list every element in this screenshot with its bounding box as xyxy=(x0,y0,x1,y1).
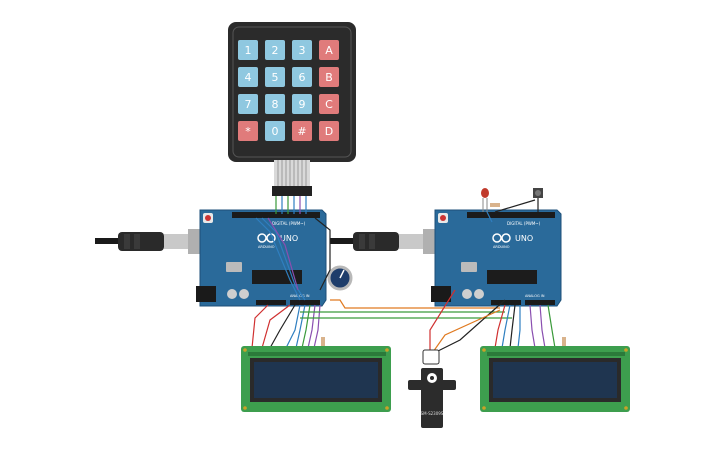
resistor-lcd-left xyxy=(321,337,325,347)
keypad-key-label: 7 xyxy=(245,98,252,111)
board-model-left: UNO xyxy=(280,234,298,243)
keypad-key-3[interactable] xyxy=(292,40,312,60)
keypad-key-hash[interactable] xyxy=(292,121,312,141)
board-model-right: UNO xyxy=(515,234,533,243)
arduino-uno-right[interactable]: DIGITAL (PWM~) UNO ARDUINO ANALOG IN xyxy=(431,209,562,307)
keypad-key-label: 5 xyxy=(272,71,279,84)
keypad-key-4[interactable] xyxy=(238,67,258,87)
keypad-key-label: 0 xyxy=(272,125,279,138)
resistor-lcd-right xyxy=(562,337,566,347)
keypad-key-label: 1 xyxy=(245,44,252,57)
keypad-key-label: 4 xyxy=(245,71,252,84)
power-jack-right xyxy=(431,286,451,302)
analog-label-right: ANALOG IN xyxy=(525,294,545,298)
analog-label-left: ANALOG IN xyxy=(290,294,310,298)
potentiometer[interactable] xyxy=(327,265,353,291)
lcd-16x2-left[interactable] xyxy=(241,346,391,412)
resistor-led xyxy=(490,203,500,207)
keypad-key-label: 2 xyxy=(272,44,279,57)
keypad-key-label: C xyxy=(325,98,333,111)
keypad-key-0[interactable] xyxy=(265,121,285,141)
keypad-key-6[interactable] xyxy=(292,67,312,87)
usb-cable-right xyxy=(330,229,439,254)
atmega-chip-left xyxy=(252,270,302,284)
keypad-key-2[interactable] xyxy=(265,40,285,60)
keypad-key-label: D xyxy=(325,125,333,138)
keypad-key-label: * xyxy=(245,125,251,138)
keypad-key-d[interactable] xyxy=(319,121,339,141)
keypad-key-label: 8 xyxy=(272,98,279,111)
board-brand-left: ARDUINO xyxy=(258,245,275,249)
keypad-key-7[interactable] xyxy=(238,94,258,114)
keypad-key-1[interactable] xyxy=(238,40,258,60)
lcd-screen-right xyxy=(493,362,617,398)
arduino-logo-right xyxy=(492,233,511,243)
arduino-uno-left[interactable]: DIGITAL (PWM~) UNO ARDUINO ANALOG IN xyxy=(196,209,327,307)
digital-header-label-left: DIGITAL (PWM~) xyxy=(272,221,306,226)
push-button[interactable] xyxy=(533,188,543,198)
keypad-key-b[interactable] xyxy=(319,67,339,87)
power-jack-left xyxy=(196,286,216,302)
atmega-chip-right xyxy=(487,270,537,284)
keypad-key-9[interactable] xyxy=(292,94,312,114)
keypad-key-label: 9 xyxy=(299,98,306,111)
keypad-key-5[interactable] xyxy=(265,67,285,87)
keypad[interactable]: 1 2 3 A 4 5 6 B 7 8 9 C * 0 # D xyxy=(228,22,356,196)
lcd-screen-left xyxy=(254,362,378,398)
servo-label: SM-S2309S xyxy=(421,411,444,416)
digital-header-label-right: DIGITAL (PWM~) xyxy=(507,221,541,226)
keypad-key-a[interactable] xyxy=(319,40,339,60)
keypad-key-label: A xyxy=(325,44,333,57)
red-led[interactable] xyxy=(481,188,489,212)
keypad-ribbon xyxy=(272,160,312,196)
keypad-key-label: # xyxy=(297,125,306,138)
usb-cable-left xyxy=(95,229,204,254)
keypad-key-label: 6 xyxy=(299,71,306,84)
keypad-key-8[interactable] xyxy=(265,94,285,114)
keypad-key-star[interactable] xyxy=(238,121,258,141)
keypad-key-c[interactable] xyxy=(319,94,339,114)
keypad-keys: 1 2 3 A 4 5 6 B 7 8 9 C * 0 # D xyxy=(238,40,339,141)
keypad-key-label: B xyxy=(325,71,333,84)
digital-header-left xyxy=(232,212,320,218)
wires xyxy=(251,196,556,353)
lcd-16x2-right[interactable] xyxy=(480,346,630,412)
keypad-key-label: 3 xyxy=(299,44,306,57)
servo-motor[interactable]: SM-S2309S xyxy=(408,349,456,428)
digital-header-right xyxy=(467,212,555,218)
board-brand-right: ARDUINO xyxy=(493,245,510,249)
